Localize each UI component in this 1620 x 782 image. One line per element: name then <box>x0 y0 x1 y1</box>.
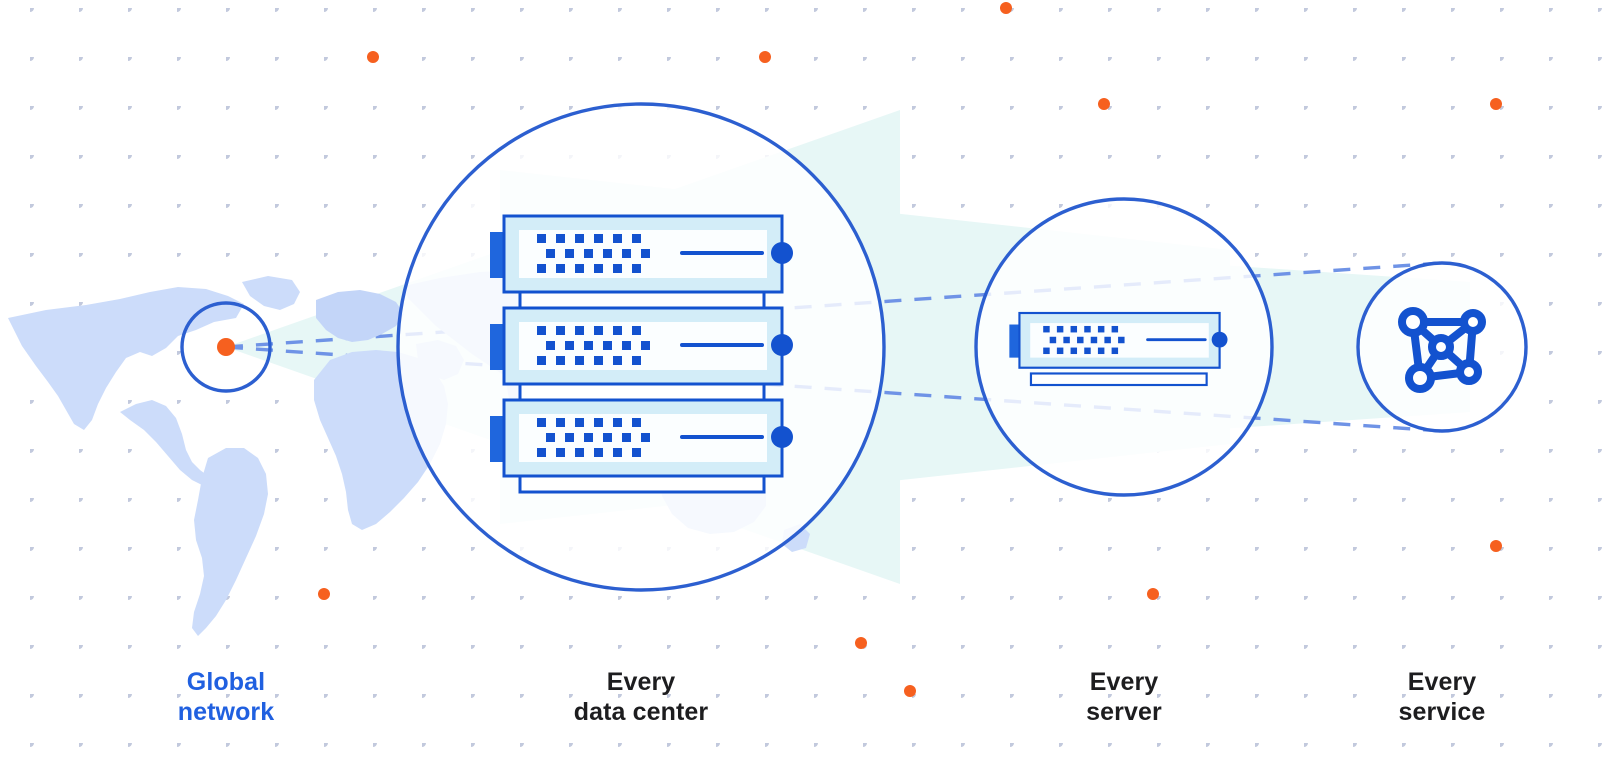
rack-base-shelf <box>518 474 766 494</box>
rack-shelf <box>518 382 766 402</box>
accent-dot <box>318 588 330 600</box>
accent-dot <box>759 51 771 63</box>
server-rack-icon <box>490 216 793 494</box>
stage-label-service: Every service <box>1398 668 1486 726</box>
global-network-marker-dot <box>217 338 235 356</box>
accent-dot <box>367 51 379 63</box>
stage-label-data-center: Every data center <box>573 668 709 726</box>
accent-dot <box>1490 98 1502 110</box>
accent-dot <box>1000 2 1012 14</box>
accent-dot <box>1147 588 1159 600</box>
rack-shelf <box>518 290 766 310</box>
accent-dots-layer <box>318 2 1502 697</box>
single-server-icon <box>1009 313 1227 387</box>
service-mesh-icon <box>1398 307 1486 393</box>
stage-circle-global-network <box>180 301 272 393</box>
accent-dot <box>1490 540 1502 552</box>
accent-dot <box>1098 98 1110 110</box>
server-base-shelf <box>1029 372 1208 387</box>
accent-dot <box>904 685 916 697</box>
stage-label-global-network: Global network <box>177 668 275 726</box>
accent-dot <box>855 637 867 649</box>
stage-label-server: Every server <box>1086 668 1162 726</box>
